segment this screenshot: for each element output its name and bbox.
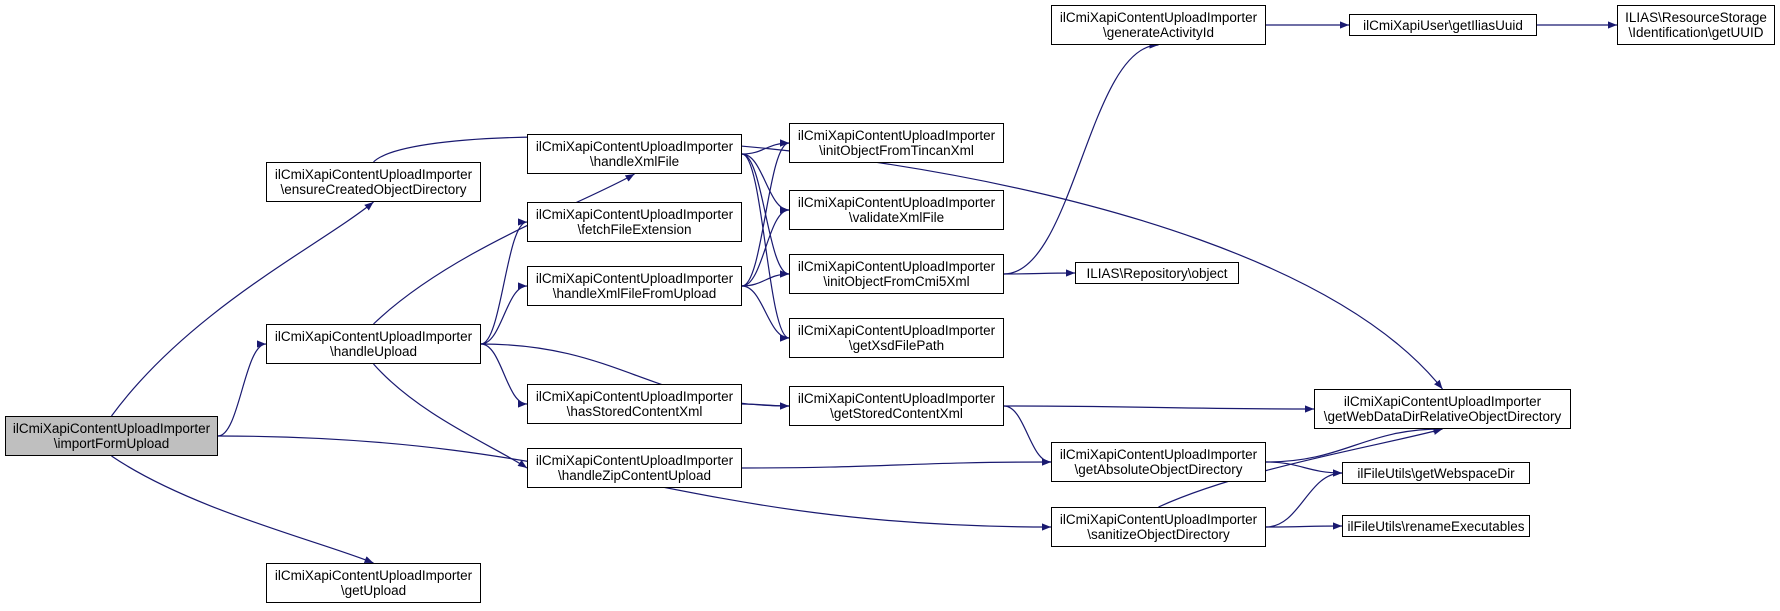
node-label-line: ilCmiXapiContentUploadImporter xyxy=(535,453,734,468)
edge-importFormUpload-to-ensureCreatedObjectDirectory xyxy=(111,201,374,417)
node-label-line: ilCmiXapiContentUploadImporter xyxy=(1059,512,1258,527)
node-handle-upload[interactable]: ilCmiXapiContentUploadImporter\handleUpl… xyxy=(266,324,481,364)
node-label-line: \validateXmlFile xyxy=(848,210,945,225)
node-label-line: ilCmiXapiContentUploadImporter xyxy=(274,568,473,583)
node-label-line: \getUpload xyxy=(340,583,407,598)
node-label-line: \handleXmlFileFromUpload xyxy=(552,286,717,301)
node-get-stored-content-xml[interactable]: ilCmiXapiContentUploadImporter\getStored… xyxy=(789,386,1004,426)
edge-getAbsoluteObjectDirectory-to-getWebspaceDir xyxy=(1265,461,1343,477)
node-label-line: ilCmiXapiContentUploadImporter xyxy=(535,389,734,404)
edge-handleXmlFile-to-getXsdFilePath xyxy=(741,153,790,342)
edge-getAbsoluteObjectDirectory-to-getWebDataDirRelativeObjectDirectory xyxy=(1265,425,1443,463)
node-sanitize-object-directory[interactable]: ilCmiXapiContentUploadImporter\sanitizeO… xyxy=(1051,507,1266,547)
node-label-line: ilCmiXapiContentUploadImporter xyxy=(797,323,996,338)
edge-getStoredContentXml-to-getWebDataDirRelativeObjectDirectory xyxy=(1003,405,1315,413)
node-fetch-file-extension[interactable]: ilCmiXapiContentUploadImporter\fetchFile… xyxy=(527,202,742,242)
node-label-line: ilCmiXapiContentUploadImporter xyxy=(12,421,211,436)
node-label-line: ILIAS\Repository\object xyxy=(1086,265,1228,281)
node-label-line: \initObjectFromTincanXml xyxy=(819,143,974,158)
node-init-object-from-cmi5xml[interactable]: ilCmiXapiContentUploadImporter\initObjec… xyxy=(789,254,1004,294)
node-handle-xml-file[interactable]: ilCmiXapiContentUploadImporter\handleXml… xyxy=(527,134,742,174)
edge-importFormUpload-to-handleUpload xyxy=(217,340,267,437)
edge-importFormUpload-to-getUpload xyxy=(111,455,374,564)
node-label-line: \generateActivityId xyxy=(1102,25,1215,40)
node-generate-activity-id[interactable]: ilCmiXapiContentUploadImporter\generateA… xyxy=(1051,5,1266,45)
node-label-line: \Identification\getUUID xyxy=(1628,25,1764,40)
node-label-line: ilCmiXapiContentUploadImporter xyxy=(1059,10,1258,25)
edge-initObjectFromCmi5Xml-to-generateActivityId xyxy=(1003,41,1159,275)
node-init-object-from-tincan-xml[interactable]: ilCmiXapiContentUploadImporter\initObjec… xyxy=(789,123,1004,163)
edge-sanitizeObjectDirectory-to-renameExecutables xyxy=(1265,522,1343,530)
node-label-line: \initObjectFromCmi5Xml xyxy=(823,274,970,289)
node-ensure-created-object-directory[interactable]: ilCmiXapiContentUploadImporter\ensureCre… xyxy=(266,162,481,202)
node-label-line: \getAbsoluteObjectDirectory xyxy=(1074,462,1243,477)
node-label-line: ilCmiXapiContentUploadImporter xyxy=(797,259,996,274)
node-label-line: ilCmiXapiContentUploadImporter xyxy=(797,128,996,143)
node-label-line: ilCmiXapiContentUploadImporter xyxy=(274,167,473,182)
node-label-line: ilCmiXapiContentUploadImporter xyxy=(535,139,734,154)
node-import-form-upload: ilCmiXapiContentUploadImporter\importFor… xyxy=(5,416,218,456)
edge-handleUpload-to-fetchFileExtension xyxy=(480,218,528,345)
node-get-absolute-object-directory[interactable]: ilCmiXapiContentUploadImporter\getAbsolu… xyxy=(1051,442,1266,482)
edge-handleXmlFileFromUpload-to-getXsdFilePath xyxy=(741,285,790,342)
edge-handleUpload-to-handleXmlFile xyxy=(373,173,635,325)
edge-getStoredContentXml-to-getAbsoluteObjectDirectory xyxy=(1003,405,1052,466)
node-label-line: \getXsdFilePath xyxy=(848,338,945,353)
node-label-line: ilCmiXapiContentUploadImporter xyxy=(535,271,734,286)
node-label-line: ilCmiXapiContentUploadImporter xyxy=(797,195,996,210)
node-label-line: \ensureCreatedObjectDirectory xyxy=(280,182,467,197)
node-label-line: ilCmiXapiContentUploadImporter xyxy=(797,391,996,406)
node-label-line: \getWebDataDirRelativeObjectDirectory xyxy=(1323,409,1562,424)
node-label-line: ilCmiXapiContentUploadImporter xyxy=(1059,447,1258,462)
edge-initObjectFromCmi5Xml-to-repoObject xyxy=(1003,269,1076,277)
node-label-line: ilCmiXapiUser\getIliasUuid xyxy=(1363,17,1523,33)
node-handle-zip-content-upload[interactable]: ilCmiXapiContentUploadImporter\handleZip… xyxy=(527,448,742,488)
node-label-line: \getStoredContentXml xyxy=(830,406,963,421)
node-get-upload[interactable]: ilCmiXapiContentUploadImporter\getUpload xyxy=(266,563,481,603)
node-label-line: \handleZipContentUpload xyxy=(557,468,712,483)
edge-hasStoredContentXml-to-getStoredContentXml xyxy=(741,402,790,410)
node-handle-xml-file-from-upload[interactable]: ilCmiXapiContentUploadImporter\handleXml… xyxy=(527,266,742,306)
node-get-webspace-dir[interactable]: ilFileUtils\getWebspaceDir xyxy=(1342,462,1530,484)
node-label-line: ILIAS\ResourceStorage xyxy=(1625,10,1767,25)
edge-sanitizeObjectDirectory-to-getWebDataDirRelativeObjectDirectory xyxy=(1158,427,1443,508)
edge-handleZipContentUpload-to-getAbsoluteObjectDirectory xyxy=(741,458,1052,469)
node-get-ilias-uuid[interactable]: ilCmiXapiUser\getIliasUuid xyxy=(1349,14,1537,36)
edge-handleUpload-to-handleZipContentUpload xyxy=(373,363,528,469)
node-label-line: \importFormUpload xyxy=(53,436,170,451)
node-label-line: \handleUpload xyxy=(329,344,418,359)
edge-handleUpload-to-hasStoredContentXml xyxy=(480,343,528,408)
edge-sanitizeObjectDirectory-to-getWebspaceDir xyxy=(1265,469,1343,528)
node-repo-object[interactable]: ILIAS\Repository\object xyxy=(1075,262,1239,284)
node-get-web-data-dir-relative-object-directory[interactable]: ilCmiXapiContentUploadImporter\getWebDat… xyxy=(1314,389,1571,429)
node-label-line: ilCmiXapiContentUploadImporter xyxy=(535,207,734,222)
node-get-xsd-file-path[interactable]: ilCmiXapiContentUploadImporter\getXsdFil… xyxy=(789,318,1004,358)
edge-handleXmlFileFromUpload-to-validateXmlFile xyxy=(741,206,790,287)
node-label-line: \handleXmlFile xyxy=(589,154,680,169)
node-label-line: ilFileUtils\getWebspaceDir xyxy=(1357,465,1515,481)
node-label-line: \hasStoredContentXml xyxy=(566,404,703,419)
node-label-line: ilCmiXapiContentUploadImporter xyxy=(1343,394,1542,409)
edge-handleXmlFileFromUpload-to-initObjectFromTincanXml xyxy=(741,139,790,287)
node-has-stored-content-xml[interactable]: ilCmiXapiContentUploadImporter\hasStored… xyxy=(527,384,742,424)
node-label-line: ilFileUtils\renameExecutables xyxy=(1347,518,1525,534)
node-validate-xml-file[interactable]: ilCmiXapiContentUploadImporter\validateX… xyxy=(789,190,1004,230)
node-label-line: ilCmiXapiContentUploadImporter xyxy=(274,329,473,344)
node-label-line: \sanitizeObjectDirectory xyxy=(1087,527,1230,542)
node-label-line: \fetchFileExtension xyxy=(577,222,692,237)
node-get-uuid[interactable]: ILIAS\ResourceStorage\Identification\get… xyxy=(1617,5,1775,45)
node-rename-executables[interactable]: ilFileUtils\renameExecutables xyxy=(1342,515,1530,537)
edge-handleXmlFileFromUpload-to-initObjectFromCmi5Xml xyxy=(741,270,790,287)
edge-handleUpload-to-handleXmlFileFromUpload xyxy=(480,282,528,345)
